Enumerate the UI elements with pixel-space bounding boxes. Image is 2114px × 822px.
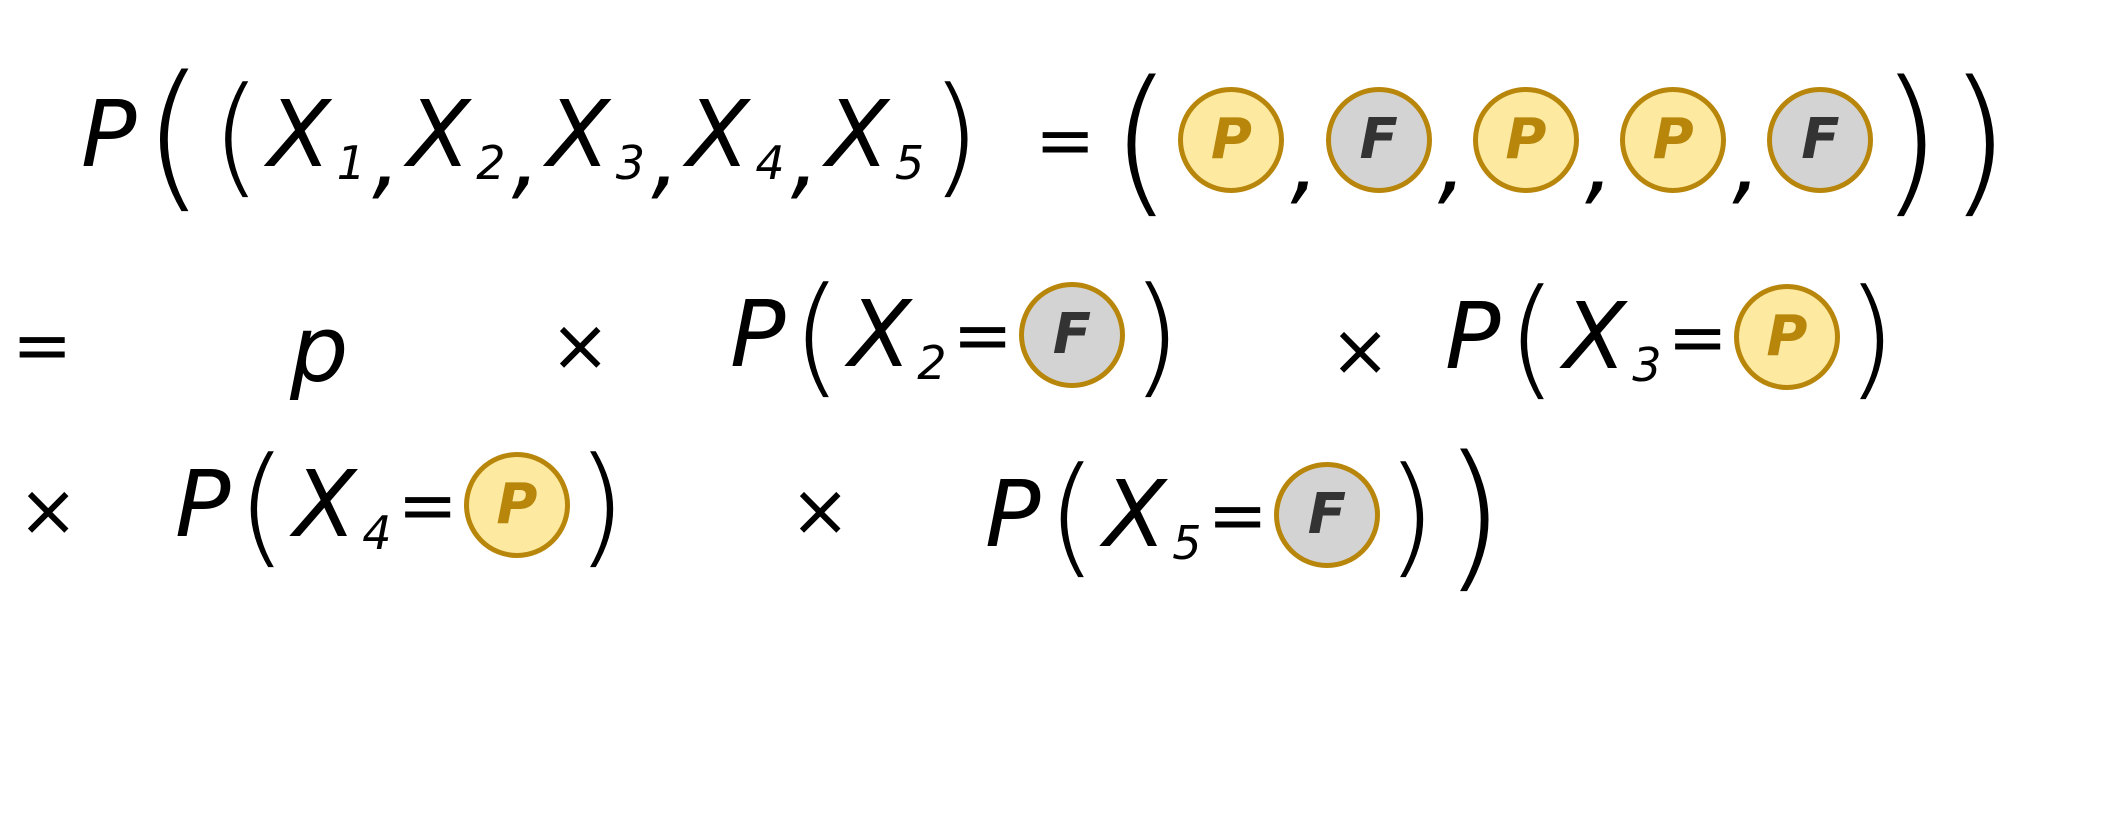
close-paren: ): [575, 429, 627, 581]
equals-sign: =: [1207, 473, 1268, 557]
var-x5: X: [825, 81, 889, 188]
sub-2: 2: [917, 336, 947, 390]
sub-3: 3: [1632, 338, 1662, 392]
equals-sign: =: [1667, 295, 1728, 379]
comma: ,: [1437, 108, 1467, 215]
comma: ,: [651, 103, 681, 210]
close-paren: ): [930, 59, 981, 211]
open-paren: (: [142, 41, 205, 228]
sub-5: 5: [894, 136, 925, 190]
equals-sign: =: [397, 463, 458, 547]
outcome-coin-pass: P: [1178, 87, 1285, 193]
prob-symbol: P: [81, 81, 137, 188]
comma: ,: [1290, 108, 1320, 215]
times-sign: ×: [1330, 308, 1391, 392]
outcome-coin-pass: P: [1733, 284, 1840, 390]
var-x4: X: [293, 451, 357, 558]
prob-symbol: P: [1445, 283, 1501, 390]
comma: ,: [511, 103, 541, 210]
times-group: ×: [550, 309, 610, 381]
prob-symbol: P: [175, 451, 231, 558]
times-group: ×: [790, 474, 850, 546]
close-paren: ): [1879, 46, 1942, 233]
open-paren: (: [210, 59, 262, 211]
prob-x4-term: P ( X 4 = P ): [175, 440, 627, 570]
close-paren: ): [1130, 259, 1182, 411]
open-paren: (: [791, 259, 843, 411]
var-x3: X: [546, 81, 610, 188]
outcome-coin-pass: P: [1472, 87, 1579, 193]
var-x4: X: [686, 81, 750, 188]
close-paren: ): [1845, 261, 1897, 413]
open-paren: (: [1046, 439, 1098, 591]
p-group: p: [290, 304, 348, 396]
open-paren: (: [1110, 46, 1173, 233]
var-x3: X: [1563, 283, 1627, 390]
sub-5: 5: [1172, 516, 1202, 570]
times-sign: ×: [550, 303, 611, 387]
prob-x5-term: P ( X 5 = F ) ): [985, 435, 1505, 595]
joint-probability-lhs: P ( ( X 1 , X 2 , X 3 , X 4 , X 5 ): [81, 55, 981, 215]
sub-4: 4: [755, 136, 785, 190]
outcome-coin-fail: F: [1018, 282, 1125, 388]
outcome-coin-pass: P: [463, 452, 570, 558]
equals-sign: =: [952, 293, 1013, 377]
sub-1: 1: [336, 136, 366, 190]
sub-4: 4: [362, 506, 392, 560]
var-x2: X: [848, 281, 912, 388]
outcome-coin-pass: P: [1620, 87, 1727, 193]
comma: ,: [1732, 108, 1762, 215]
outcome-coin-fail: F: [1273, 462, 1380, 568]
outcome-tuple: ( P , F , P , P , F ) ): [1110, 60, 2010, 220]
outcome-coin-fail: F: [1325, 87, 1432, 193]
close-paren: ): [1442, 421, 1505, 608]
comma: ,: [371, 103, 402, 210]
equals-group: =: [12, 309, 72, 381]
equals-sign: =: [12, 303, 73, 387]
times-sign: ×: [18, 468, 79, 552]
times-group: ×: [1330, 314, 1390, 386]
var-x2: X: [407, 81, 471, 188]
prob-symbol: P: [985, 461, 1041, 568]
close-paren: ): [1947, 46, 2011, 233]
var-x1: X: [267, 81, 331, 188]
prob-x2-term: P ( X 2 = F ): [730, 270, 1182, 400]
equals-group: =: [1035, 104, 1095, 176]
equals-sign: =: [1035, 98, 1096, 182]
close-paren: ): [1385, 439, 1437, 591]
p-parameter: p: [290, 296, 349, 403]
sub-2: 2: [476, 136, 506, 190]
prob-x3-term: P ( X 3 = P ): [1445, 272, 1897, 402]
open-paren: (: [236, 429, 288, 581]
prob-symbol: P: [730, 281, 786, 388]
outcome-coin-fail: F: [1767, 87, 1874, 193]
open-paren: (: [1506, 261, 1558, 413]
comma: ,: [790, 103, 820, 210]
times-group: ×: [18, 474, 78, 546]
sub-3: 3: [615, 136, 646, 190]
var-x5: X: [1103, 461, 1167, 568]
comma: ,: [1584, 108, 1615, 215]
times-sign: ×: [790, 468, 851, 552]
